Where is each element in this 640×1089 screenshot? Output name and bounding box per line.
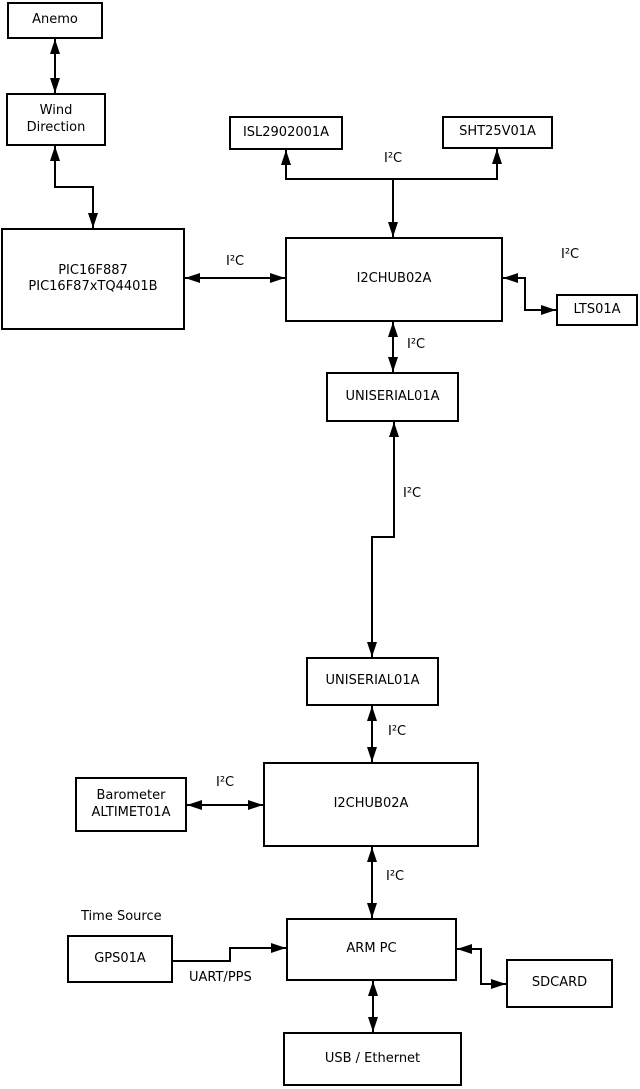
label-i2c-uniserial-link: I²C [403,486,422,501]
label-i2c-pic-hub: I²C [226,254,245,269]
label-time-source: Time Source [81,909,162,924]
label-i2c-hub-lts: I²C [561,247,580,262]
node-uniserial01a-bottom: UNISERIAL01A [306,657,439,706]
node-wind-direction: Wind Direction [6,93,106,146]
node-gps01a: GPS01A [67,935,173,983]
node-sht25v01a: SHT25V01A [442,116,553,149]
label-i2c-hub-armpc: I²C [386,869,405,884]
label-i2c-uniserial-hub: I²C [388,724,407,739]
edge-armpc-sdcard [457,944,506,989]
node-barometer-altimet01a: Barometer ALTIMET01A [75,777,187,832]
node-lts01a: LTS01A [556,294,638,326]
node-pic16f887: PIC16F887 PIC16F87xTQ4401B [1,228,185,330]
node-uniserial01a-top: UNISERIAL01A [326,372,459,422]
label-i2c-barometer-hub: I²C [216,775,235,790]
edge-gps-armpc [173,943,286,962]
label-i2c-isl-sht-bus: I²C [384,151,403,166]
edge-isl-sht-bus [281,149,502,180]
label-uart-pps: UART/PPS [189,970,252,985]
edge-wind-direction-pic [50,146,98,228]
edge-uniserial-top-uniserial-bottom [367,422,399,657]
node-isl2902001a: ISL2902001A [229,116,343,150]
node-anemo: Anemo [7,2,103,39]
label-i2c-hub-uniserial: I²C [407,337,426,352]
node-i2chub02a-bottom: I2CHUB02A [263,762,479,847]
edge-hub-top-lts [503,273,556,315]
node-usb-ethernet: USB / Ethernet [283,1032,462,1086]
node-i2chub02a-top: I2CHUB02A [285,237,503,322]
node-sdcard: SDCARD [506,959,613,1008]
node-arm-pc: ARM PC [286,918,457,981]
